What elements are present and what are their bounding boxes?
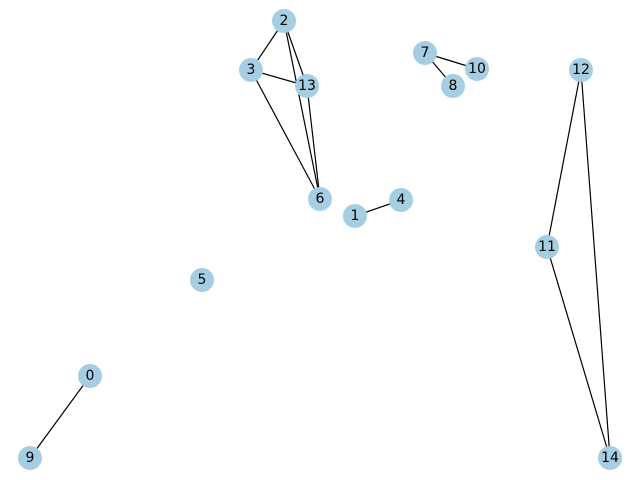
edge-11-14 [546, 246, 611, 459]
node-circle [535, 235, 559, 259]
node-label: 11 [538, 239, 556, 255]
node-10: 10 [465, 57, 489, 81]
node-circle [569, 58, 593, 82]
node-circle [389, 188, 413, 212]
node-14: 14 [598, 446, 622, 470]
node-7: 7 [413, 41, 437, 65]
node-circle [272, 9, 296, 33]
node-3: 3 [239, 58, 263, 82]
node-label: 4 [397, 192, 406, 208]
node-5: 5 [190, 268, 214, 292]
node-9: 9 [18, 446, 42, 470]
node-circle [413, 41, 437, 65]
node-label: 6 [316, 191, 325, 207]
node-circle [78, 364, 102, 388]
node-label: 1 [351, 208, 360, 224]
node-label: 12 [572, 62, 590, 78]
node-11: 11 [535, 235, 559, 259]
edge-0-9 [29, 375, 91, 459]
edge-3-6 [250, 69, 321, 200]
node-12: 12 [569, 58, 593, 82]
node-label: 13 [298, 78, 316, 94]
edge-12-11 [546, 69, 582, 248]
node-circle [343, 204, 367, 228]
edge-layer [29, 20, 611, 459]
node-label: 0 [86, 368, 95, 384]
node-6: 6 [308, 187, 332, 211]
node-label: 7 [421, 45, 430, 61]
edge-12-14 [580, 69, 611, 459]
node-circle [18, 446, 42, 470]
node-1: 1 [343, 204, 367, 228]
node-circle [190, 268, 214, 292]
node-13: 13 [295, 74, 319, 98]
node-8: 8 [441, 74, 465, 98]
node-label: 5 [198, 272, 207, 288]
edge-2-6 [283, 20, 321, 200]
node-circle [239, 58, 263, 82]
node-label: 8 [449, 78, 458, 94]
node-2: 2 [272, 9, 296, 33]
node-label: 2 [280, 13, 289, 29]
node-label: 9 [26, 450, 35, 466]
node-circle [441, 74, 465, 98]
node-0: 0 [78, 364, 102, 388]
node-label: 14 [601, 450, 619, 466]
edge-13-6 [306, 85, 321, 200]
node-circle [308, 187, 332, 211]
node-4: 4 [389, 188, 413, 212]
node-circle [465, 57, 489, 81]
node-label: 10 [468, 61, 486, 77]
node-circle [295, 74, 319, 98]
node-label: 3 [247, 62, 256, 78]
node-circle [598, 446, 622, 470]
